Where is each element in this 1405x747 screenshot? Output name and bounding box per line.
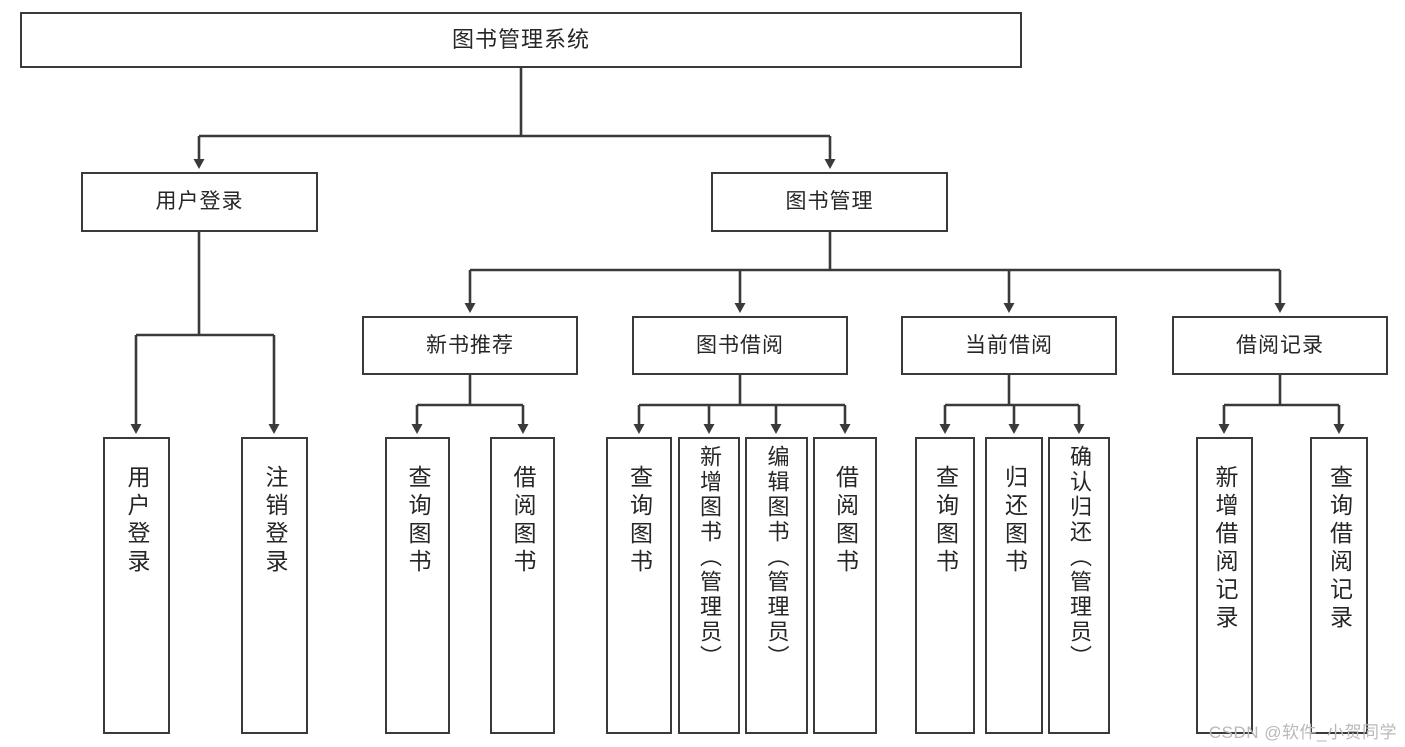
node-leaf-edit-book-admin[interactable]: 编辑图书（管理员） (745, 437, 808, 734)
node-root-book-management-system[interactable]: 图书管理系统 (20, 12, 1022, 68)
node-leaf-add-book-admin[interactable]: 新增图书（管理员） (678, 437, 740, 734)
node-leaf-borrow-book[interactable]: 借阅图书 (813, 437, 877, 734)
node-leaf-logout[interactable]: 注销登录 (241, 437, 308, 734)
watermark-text: CSDN @软件_小贺同学 (1208, 723, 1397, 742)
node-leaf-query-borrow-record[interactable]: 查询借阅记录 (1310, 437, 1368, 734)
node-leaf-user-login[interactable]: 用户登录 (103, 437, 170, 734)
node-user-login[interactable]: 用户登录 (81, 172, 318, 232)
node-current-borrow[interactable]: 当前借阅 (901, 316, 1117, 375)
node-leaf-add-borrow-record[interactable]: 新增借阅记录 (1196, 437, 1253, 734)
node-leaf-borrow-book-recommend[interactable]: 借阅图书 (490, 437, 555, 734)
node-leaf-query-book-current[interactable]: 查询图书 (915, 437, 975, 734)
node-leaf-confirm-return-admin[interactable]: 确认归还（管理员） (1048, 437, 1110, 734)
node-leaf-return-book[interactable]: 归还图书 (985, 437, 1043, 734)
node-book-borrow[interactable]: 图书借阅 (632, 316, 848, 375)
node-book-management[interactable]: 图书管理 (711, 172, 948, 232)
node-borrow-records[interactable]: 借阅记录 (1172, 316, 1388, 375)
node-new-book-recommend[interactable]: 新书推荐 (362, 316, 578, 375)
node-leaf-query-book-borrow[interactable]: 查询图书 (606, 437, 672, 734)
node-leaf-query-book-recommend[interactable]: 查询图书 (385, 437, 450, 734)
